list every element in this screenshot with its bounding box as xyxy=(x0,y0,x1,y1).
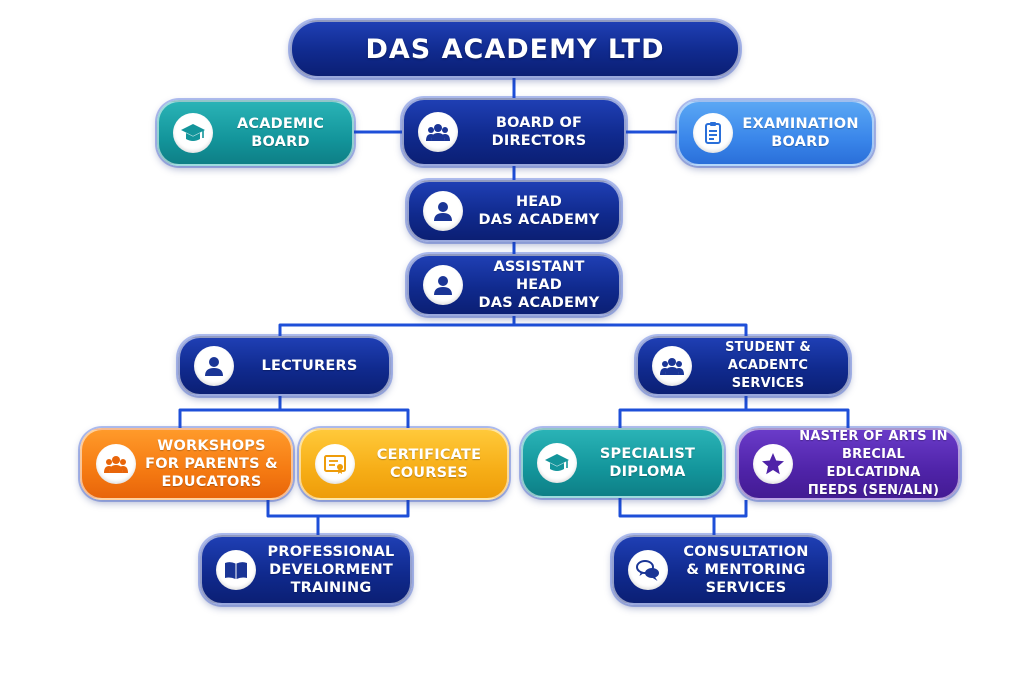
clipboard-icon xyxy=(693,113,733,153)
node-label: LECTURERS xyxy=(261,358,358,374)
node-certificate-courses: CERTIFICATE COURSES xyxy=(299,428,509,500)
node-label: EXAMINATION BOARD xyxy=(742,116,859,150)
person-icon xyxy=(194,346,234,386)
page-title: DAS ACADEMY LTD xyxy=(365,33,665,65)
graduation-cap-icon xyxy=(537,443,577,483)
connector-student-programs xyxy=(618,394,850,428)
node-label: NASTER OF ARTS IN BRECIAL EDLCATIDNA ПEE… xyxy=(799,429,948,498)
connector-assistant-split xyxy=(278,314,748,337)
node-label: CERTIFICATE COURSES xyxy=(376,447,482,481)
node-consultation-mentoring: CONSULTATION & MENTORING SERVICES xyxy=(612,535,830,605)
node-label: WORKSHOPS FOR PARENTS & EDUCATORS xyxy=(145,438,278,490)
node-workshops: WORKSHOPS FOR PARENTS & EDUCATORS xyxy=(80,428,293,500)
connector-lines xyxy=(178,76,850,536)
node-examination-board: EXAMINATION BOARD xyxy=(677,100,874,166)
chat-bubbles-icon xyxy=(628,550,668,590)
node-academic-board: ACADEMIC BOARD xyxy=(157,100,354,166)
group-icon xyxy=(418,112,458,152)
node-professional-development: PROFESSIONAL DEVELORMENT TRAINING xyxy=(200,535,412,605)
node-label: ACADEMIC BOARD xyxy=(236,116,325,150)
node-label: HEAD DAS ACADEMY xyxy=(478,194,600,228)
node-label: BOARD OF DIRECTORS xyxy=(491,115,587,149)
node-specialist-diploma: SPECIALIST DIPLOMA xyxy=(521,428,724,498)
node-student-services: STUDENT & ACADENTC SERVICES xyxy=(636,336,850,396)
node-label: STUDENT & ACADENTC SERVICES xyxy=(725,340,811,391)
title-box: DAS ACADEMY LTD xyxy=(290,20,740,78)
node-head: HEAD DAS ACADEMY xyxy=(407,180,621,242)
connector-programs-consultation xyxy=(618,498,748,536)
node-master-of-arts: NASTER OF ARTS IN BRECIAL EDLCATIDNA ПEE… xyxy=(737,428,960,500)
connector-lecturers-programs xyxy=(178,394,410,428)
node-label: ASSISTANT HEAD DAS ACADEMY xyxy=(478,259,600,311)
person-icon xyxy=(423,191,463,231)
connector-programs-professional xyxy=(266,500,410,536)
node-label: PROFESSIONAL DEVELORMENT TRAINING xyxy=(267,544,395,596)
group-icon xyxy=(96,444,136,484)
node-assistant-head: ASSISTANT HEAD DAS ACADEMY xyxy=(407,254,621,316)
node-label: SPECIALIST DIPLOMA xyxy=(599,446,696,480)
node-label: CONSULTATION & MENTORING SERVICES xyxy=(683,544,809,596)
graduation-cap-icon xyxy=(173,113,213,153)
group-icon xyxy=(652,346,692,386)
person-icon xyxy=(423,265,463,305)
book-icon xyxy=(216,550,256,590)
node-lecturers: LECTURERS xyxy=(178,336,391,396)
certificate-icon xyxy=(315,444,355,484)
node-board-of-directors: BOARD OF DIRECTORS xyxy=(402,98,626,166)
star-icon xyxy=(753,444,793,484)
